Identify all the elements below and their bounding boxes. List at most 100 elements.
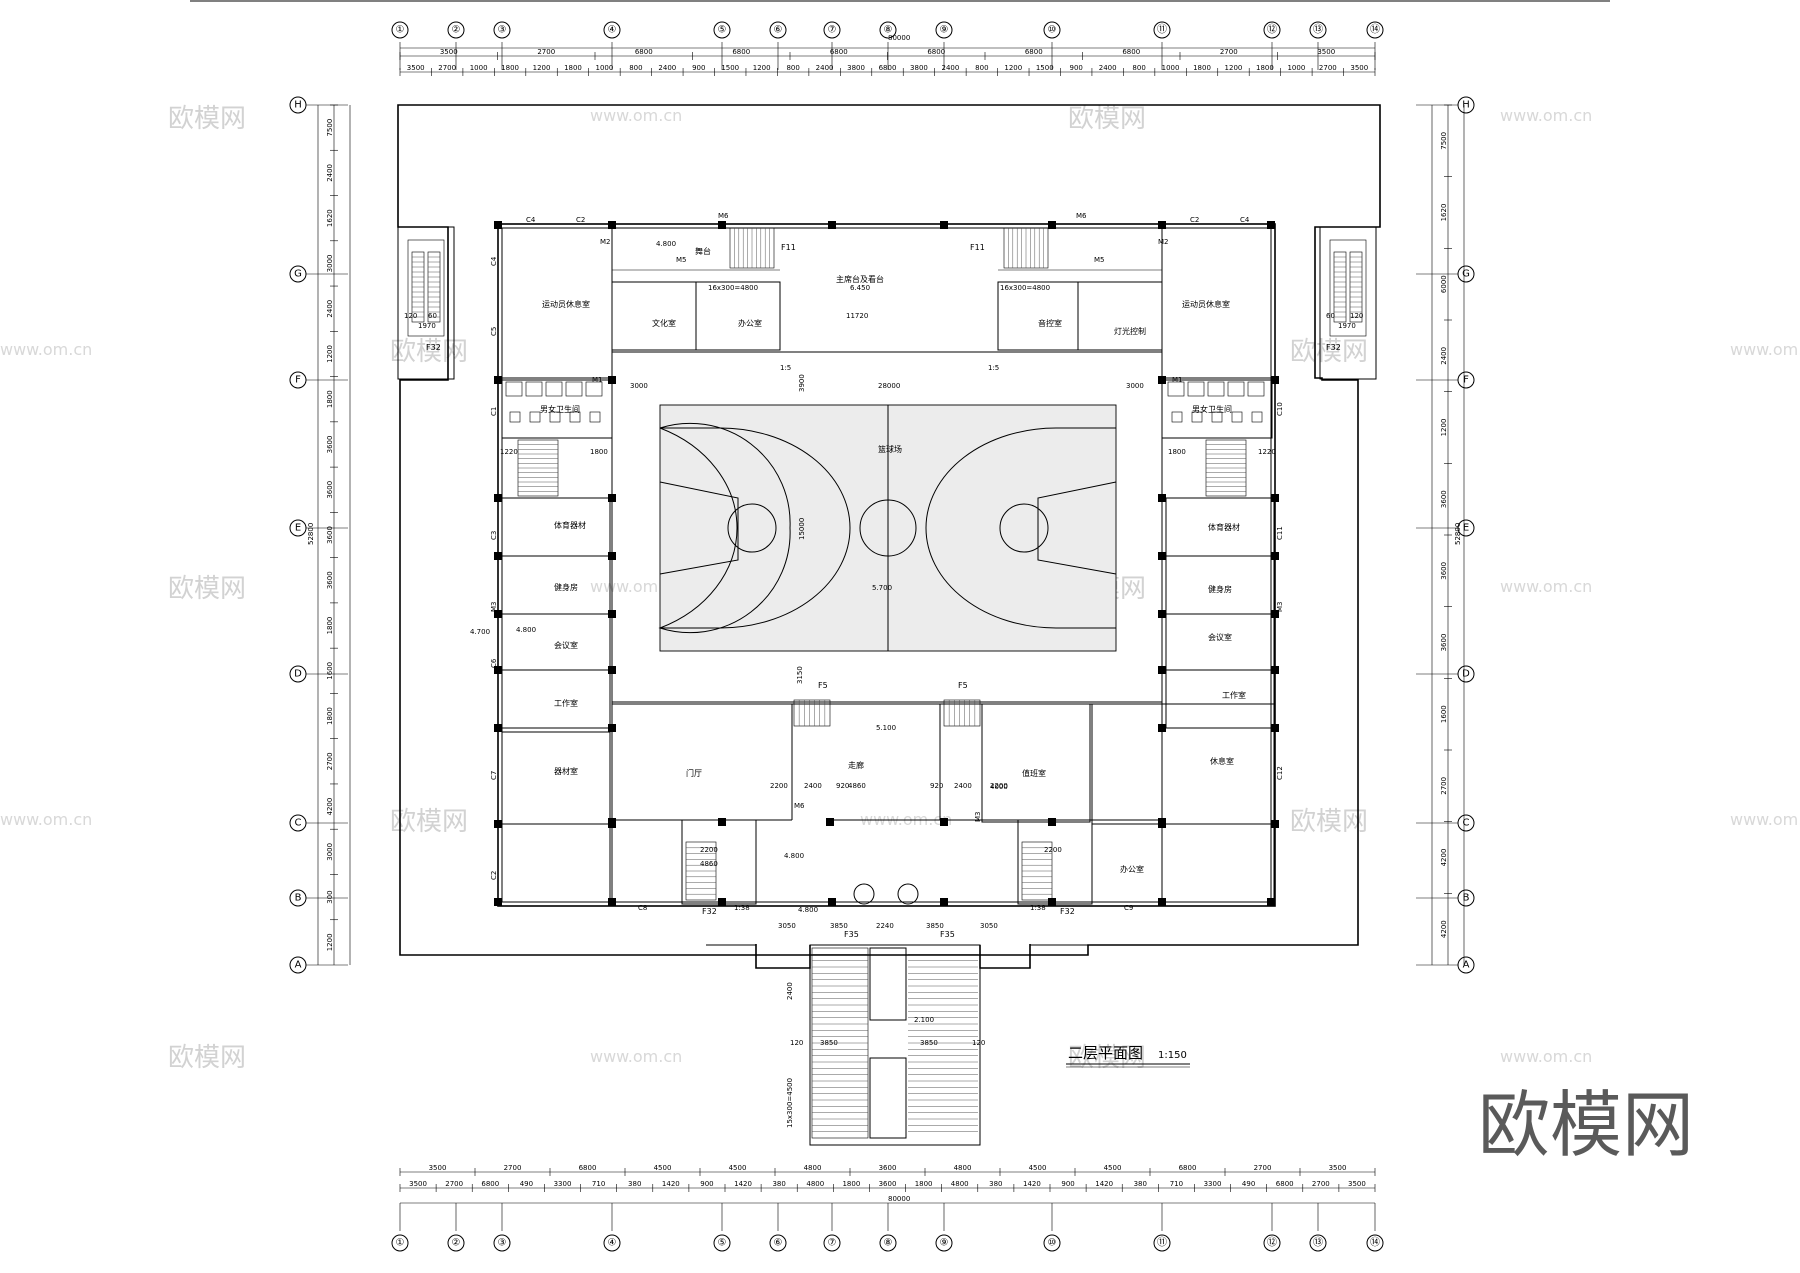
dim-value: 2700 <box>326 752 334 770</box>
dim-value: 1420 <box>734 1180 752 1188</box>
dim-value: 2700 <box>1319 64 1337 72</box>
wc-right-box <box>1161 379 1273 439</box>
axis-label: H <box>1462 100 1470 111</box>
watermark-url: www.om.cn <box>1500 1047 1592 1066</box>
room-label-gallery: 主席台及看台 <box>836 274 884 284</box>
dim-value: 1800 <box>326 390 334 408</box>
callout-label: 1:38 <box>1030 904 1046 912</box>
dim-value: 1200 <box>1440 419 1448 437</box>
window-code: C4 <box>1240 216 1250 224</box>
dim-text: 120 <box>404 312 417 320</box>
stair-right-tower: 60 120 1970 F32 <box>1326 239 1367 352</box>
watermark-url: www.om.cn <box>1730 340 1800 359</box>
dim-value: 800 <box>629 64 642 72</box>
dim-value: 1600 <box>326 662 334 680</box>
window-code: C2 <box>490 871 498 880</box>
dim-text: 60 <box>428 312 437 320</box>
axis-bubble <box>769 21 787 39</box>
dim-value: 3800 <box>910 64 928 72</box>
interior-dimensions: 3000 28000 3000 11720 3900 15000 3150 12… <box>500 284 1276 1128</box>
dim-value: 2700 <box>1440 777 1448 795</box>
court-three-point-left <box>658 422 791 634</box>
dim-text: 3850 <box>830 922 848 930</box>
axis-bubble <box>1457 96 1475 114</box>
dim-text: 2400 <box>786 982 794 1000</box>
dim-text: 3850 <box>820 1039 838 1047</box>
door-code: M1 <box>592 376 603 384</box>
axis-label: A <box>295 960 302 971</box>
room-control-box <box>997 281 1079 351</box>
dim-text: 15000 <box>798 518 806 540</box>
axis-label: H <box>294 100 302 111</box>
dim-value: 1200 <box>326 933 334 951</box>
dim-value: 3500 <box>1329 1164 1347 1172</box>
callout-label: F11 <box>781 243 796 252</box>
dim-value: 300 <box>326 890 334 903</box>
dim-value: 3000 <box>326 255 334 273</box>
axis-bubble <box>289 956 307 974</box>
dim-value: 3500 <box>409 1180 427 1188</box>
door-code: M6 <box>794 802 805 810</box>
dim-value: 1200 <box>1004 64 1022 72</box>
axis-bubble <box>1309 1234 1327 1252</box>
dim-value: 1200 <box>1225 64 1243 72</box>
room-work-left <box>501 669 611 729</box>
callout-marks: F32 F32 F11 F11 F35 F35 F5 F5 1:5 1:5 1:… <box>702 243 1075 939</box>
elevation-text: 5.100 <box>876 724 896 732</box>
court-ft-circle-left <box>727 503 777 553</box>
axis-bubble <box>1457 519 1475 537</box>
callout-label: 1:5 <box>780 364 791 372</box>
dim-value: 1800 <box>501 64 519 72</box>
dim-text: 2240 <box>876 922 894 930</box>
dim-value: 3500 <box>1350 64 1368 72</box>
court-ft-circle-right <box>999 503 1049 553</box>
room-label-rest-right: 运动员休息室 <box>1182 299 1230 309</box>
dim-value: 800 <box>1132 64 1145 72</box>
axis-bubble <box>935 21 953 39</box>
dim-text: 120 <box>1350 312 1363 320</box>
court-key-left <box>659 481 739 575</box>
dim-value: 6800 <box>732 48 750 56</box>
dim-value: 3600 <box>1440 634 1448 652</box>
column <box>494 724 502 732</box>
column <box>1158 898 1166 906</box>
dim-value: 380 <box>1134 1180 1147 1188</box>
axis-bubble <box>1457 956 1475 974</box>
window-code: C2 <box>1190 216 1199 224</box>
dim-value: 4800 <box>806 1180 824 1188</box>
axis-bubble <box>289 814 307 832</box>
right-dimension-block: 52800 7500162060002400120036003600360016… <box>1416 96 1475 974</box>
room-label-lounge: 休息室 <box>1210 756 1234 766</box>
column <box>828 221 836 229</box>
dim-value: 1800 <box>326 707 334 725</box>
callout-label: F32 <box>1326 343 1341 352</box>
axis-label: ⑧ <box>884 1238 893 1249</box>
dim-value: 380 <box>628 1180 641 1188</box>
column <box>1158 552 1166 560</box>
entrance-door-circle-right <box>897 883 919 905</box>
elevation-text: 4.800 <box>516 626 536 634</box>
dim-value: 1200 <box>533 64 551 72</box>
window-code: C9 <box>1124 904 1133 912</box>
column <box>494 610 502 618</box>
dim-value: 900 <box>700 1180 713 1188</box>
axis-label: F <box>1463 375 1469 386</box>
dim-value: 800 <box>786 64 799 72</box>
axis-label: ⑦ <box>828 25 837 36</box>
axis-bubble <box>879 21 897 39</box>
toilet-fixture <box>529 411 541 423</box>
room-office-bl <box>501 823 611 903</box>
dim-value: 1600 <box>1440 705 1448 723</box>
dim-top-overall: 80000 <box>888 34 910 42</box>
column <box>1271 376 1279 384</box>
watermark-url: www.om.cn <box>1500 106 1592 125</box>
axis-label: ① <box>396 25 405 36</box>
dim-value: 3600 <box>1440 490 1448 508</box>
column <box>1048 898 1056 906</box>
axis-bubble <box>391 1234 409 1252</box>
axis-bubble <box>1309 21 1327 39</box>
column <box>1158 610 1166 618</box>
door-code: M3 <box>490 602 498 613</box>
